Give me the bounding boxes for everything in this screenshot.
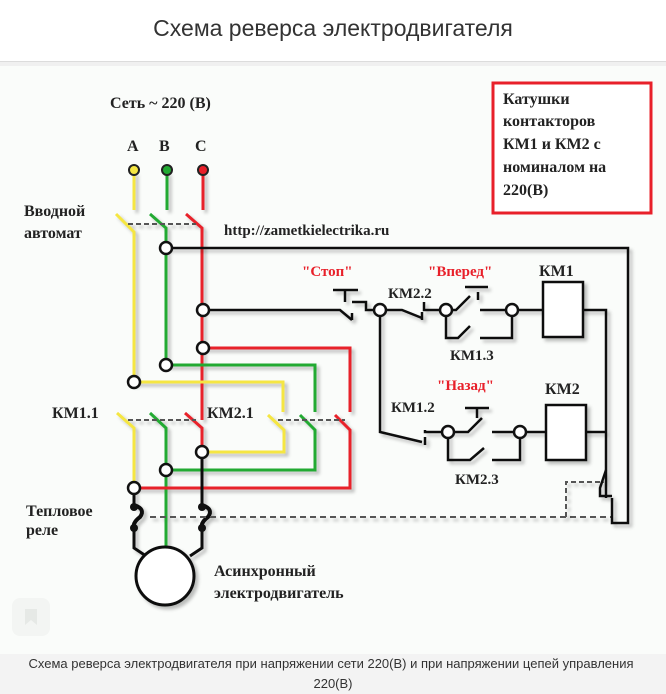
supply-label: Сеть ~ 220 (В) <box>110 95 211 112</box>
input-breaker-label-2: автомат <box>24 225 82 242</box>
stop-button-label: "Стоп" <box>302 264 353 280</box>
phase-b-label: B <box>159 138 170 155</box>
power-wiring <box>114 172 612 607</box>
circuit-diagram: Сеть ~ 220 (В) A B C Вводной автомат htt… <box>0 66 666 654</box>
km2-coil-label: КМ2 <box>545 381 580 398</box>
note-line-4: номиналом на <box>503 159 606 176</box>
km2-1-label: КМ2.1 <box>207 405 254 422</box>
motor-symbol <box>134 545 196 607</box>
diagram-canvas: Сеть ~ 220 (В) A B C Вводной автомат htt… <box>24 81 653 607</box>
thermal-relay-label-2: реле <box>26 522 58 539</box>
motor-label-1: Асинхронный <box>214 563 316 580</box>
page-header: Схема реверса электродвигателя <box>0 0 666 62</box>
figure-caption: Схема реверса электродвигателя при напря… <box>0 654 666 694</box>
km2-3-label: КМ2.3 <box>455 472 499 488</box>
thermal-relay-label-1: Тепловое <box>26 503 93 520</box>
junction-nodes <box>126 240 528 496</box>
terminal-c <box>197 164 209 176</box>
input-breaker-label-1: Вводной <box>24 203 85 220</box>
km1-1-label: КМ1.1 <box>52 405 99 422</box>
backward-button-label: "Назад" <box>437 378 494 394</box>
km1-2-label: КМ1.2 <box>391 400 435 416</box>
terminal-b <box>161 164 173 176</box>
header-divider <box>0 62 666 66</box>
forward-button-label: "Вперед" <box>428 264 492 280</box>
note-line-2: контакторов <box>503 113 596 130</box>
page-title: Схема реверса электродвигателя <box>153 15 513 41</box>
km2-coil <box>544 403 588 462</box>
km2-2-label: КМ2.2 <box>388 286 432 302</box>
note-line-3: КМ1 и КМ2 с <box>503 136 601 153</box>
terminal-a <box>128 164 140 176</box>
note-box: Катушки контакторов КМ1 и КМ2 с номинало… <box>491 81 653 215</box>
phase-a-label: A <box>127 138 139 155</box>
bookmark-button[interactable] <box>12 598 50 636</box>
caption-line-2: 220(В) <box>313 676 353 691</box>
km1-coil-label: КМ1 <box>539 263 574 280</box>
bookmark-icon <box>25 609 37 625</box>
website-label: http://zametkielectrika.ru <box>224 223 389 239</box>
km1-coil <box>541 280 585 339</box>
caption-line-1: Схема реверса электродвигателя при напря… <box>28 656 634 671</box>
motor-label-2: электродвигатель <box>214 585 344 602</box>
note-line-1: Катушки <box>503 91 570 108</box>
note-line-5: 220(В) <box>503 182 548 199</box>
km1-3-label: КМ1.3 <box>450 348 494 364</box>
phase-c-label: C <box>195 138 207 155</box>
